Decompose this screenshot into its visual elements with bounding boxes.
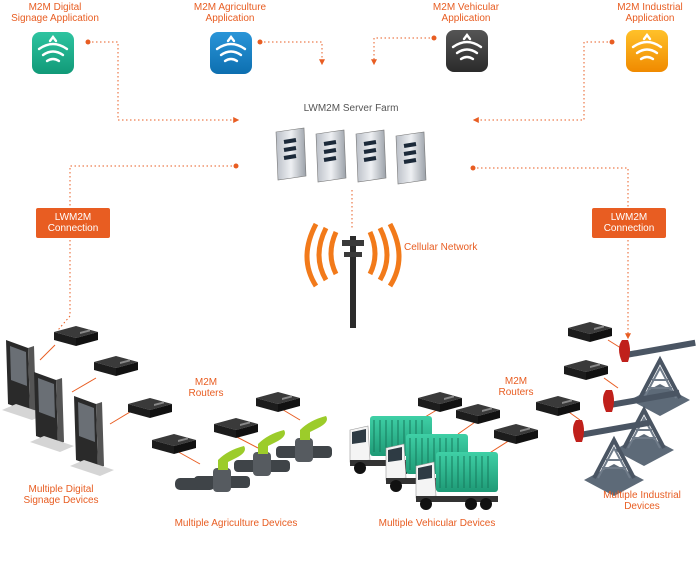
- connection-right-line2: Connection: [603, 223, 655, 234]
- lwm2m-connection-right: LWM2M Connection: [592, 208, 666, 238]
- signage-devices-label: Multiple Digital Signage Devices: [6, 484, 116, 506]
- cell-tower-icon: [304, 222, 402, 328]
- routers-left-line2: Routers: [188, 388, 224, 399]
- vehicular-app-label: M2M Vehicular Application: [416, 2, 516, 24]
- signage-devices-line2: Signage Devices: [23, 495, 99, 506]
- agriculture-app-label-line2: Application: [205, 13, 255, 24]
- vehicular-app-label-line2: Application: [441, 13, 491, 24]
- signage-app-label-line1: M2M Digital: [28, 2, 82, 13]
- industrial-app-label-line2: Application: [625, 13, 675, 24]
- signage-devices-line1: Multiple Digital: [28, 484, 94, 495]
- industrial-devices-line2: Devices: [624, 501, 660, 512]
- agriculture-app-label-line1: M2M Agriculture: [193, 2, 267, 13]
- connection-right-line1: LWM2M: [610, 212, 648, 223]
- vehicular-devices-icon: [349, 415, 499, 511]
- industrial-app-label-line1: M2M Industrial: [617, 2, 683, 13]
- server-farm-label: LWM2M Server Farm: [303, 103, 399, 114]
- routers-label-left: M2M Routers: [186, 377, 226, 399]
- routers-right-line2: Routers: [498, 387, 534, 398]
- industrial-devices-line1: Multiple Industrial: [603, 490, 681, 501]
- vehicular-app-icon: [446, 30, 488, 72]
- signage-app-icon: [32, 32, 74, 74]
- agriculture-app-label: M2M Agriculture Application: [180, 2, 280, 24]
- cellular-network-label: Cellular Network: [404, 242, 478, 253]
- signage-app-label-line2: Signage Application: [11, 13, 99, 24]
- server-farm-icon: [275, 127, 427, 185]
- routers-right-line1: M2M: [504, 376, 528, 387]
- connection-left-line2: Connection: [47, 223, 99, 234]
- routers-left-line1: M2M: [194, 377, 218, 388]
- industrial-app-icon: [626, 30, 668, 72]
- industrial-devices-label: Multiple Industrial Devices: [592, 490, 692, 512]
- connection-left-line1: LWM2M: [54, 212, 92, 223]
- routers-label-right: M2M Routers: [496, 376, 536, 398]
- lwm2m-connection-left: LWM2M Connection: [36, 208, 110, 238]
- signage-devices-icon: [2, 340, 114, 476]
- agriculture-devices-icon: [175, 416, 332, 492]
- vehicular-devices-label: Multiple Vehicular Devices: [378, 518, 496, 529]
- signage-app-label: M2M Digital Signage Application: [0, 2, 110, 24]
- agriculture-devices-label: Multiple Agriculture Devices: [174, 518, 298, 529]
- vehicular-app-label-line1: M2M Vehicular: [432, 2, 500, 13]
- agriculture-app-icon: [210, 32, 252, 74]
- industrial-app-label: M2M Industrial Application: [600, 2, 700, 24]
- app-links: [57, 37, 631, 340]
